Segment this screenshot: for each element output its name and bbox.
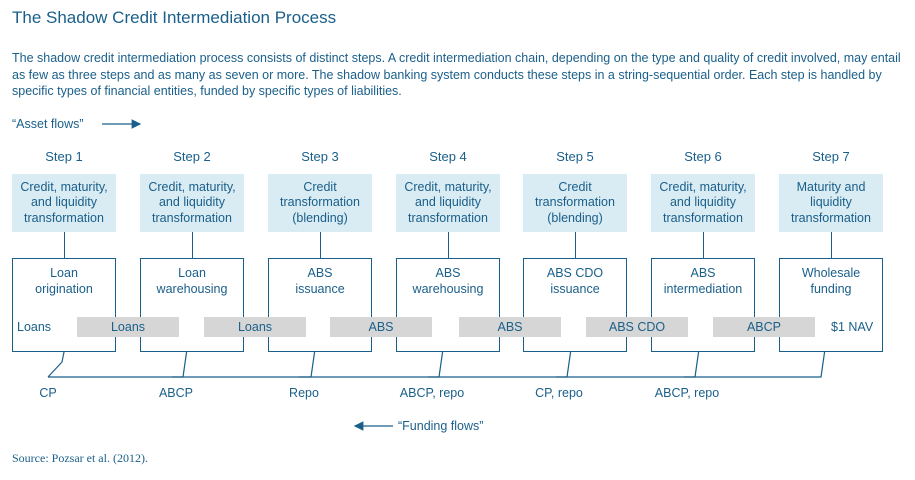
start-asset-label: Loans [17, 320, 52, 334]
funding-label: Repo [289, 386, 319, 400]
asset-bar: ABS [459, 317, 561, 337]
funding-flows-label: “Funding flows” [398, 419, 484, 433]
transformation-box: Credit, maturity, and liquidity transfor… [651, 174, 755, 232]
connector-line [192, 232, 193, 259]
funding-label: CP, repo [535, 386, 583, 400]
activity-label: ABS intermediation [663, 266, 743, 296]
step-label: Step 5 [556, 149, 594, 164]
connector-line [64, 232, 65, 259]
activity-label: Wholesale funding [801, 266, 861, 296]
transformation-label: Credit transformation (blending) [535, 179, 615, 225]
activity-label: Loan warehousing [156, 266, 228, 296]
step-label: Step 3 [301, 149, 339, 164]
transformation-box: Credit, maturity, and liquidity transfor… [12, 174, 116, 232]
step-label: Step 7 [812, 149, 850, 164]
asset-bar: ABS CDO [586, 317, 688, 337]
activity-label: ABS CDO issuance [546, 266, 604, 296]
activity-box: ABS issuance [268, 258, 372, 352]
funding-label: CP [39, 386, 57, 400]
transformation-box: Credit transformation (blending) [268, 174, 372, 232]
transformation-box: Credit transformation (blending) [523, 174, 627, 232]
activity-box: Loan warehousing [140, 258, 244, 352]
activity-box: ABS warehousing [396, 258, 500, 352]
transformation-label: Credit, maturity, and liquidity transfor… [404, 179, 492, 225]
asset-bar: Loans [77, 317, 179, 337]
page-title: The Shadow Credit Intermediation Process [12, 8, 337, 27]
activity-label: ABS warehousing [412, 266, 484, 296]
transformation-label: Credit, maturity, and liquidity transfor… [659, 179, 747, 225]
end-asset-label: $1 NAV [831, 320, 874, 334]
connector-line [703, 232, 704, 259]
transformation-box: Maturity and liquidity transformation [779, 174, 883, 232]
asset-bar: ABS [330, 317, 432, 337]
connector-line [320, 232, 321, 259]
activity-box: ABS intermediation [651, 258, 755, 352]
funding-label: ABCP, repo [399, 386, 465, 400]
funding-label: ABCP [158, 386, 194, 400]
step-label: Step 6 [684, 149, 722, 164]
activity-label: ABS issuance [295, 266, 345, 296]
transformation-label: Credit transformation (blending) [280, 179, 360, 225]
activity-box: ABS CDO issuance [523, 258, 627, 352]
step-label: Step 1 [45, 149, 83, 164]
transformation-label: Credit, maturity, and liquidity transfor… [20, 179, 108, 225]
asset-flows-label: “Asset flows” [12, 117, 84, 131]
connector-line [575, 232, 576, 259]
asset-bar: ABCP [713, 317, 815, 337]
transformation-label: Credit, maturity, and liquidity transfor… [148, 179, 236, 225]
step-label: Step 4 [429, 149, 467, 164]
transformation-box: Credit, maturity, and liquidity transfor… [140, 174, 244, 232]
step-label: Step 2 [173, 149, 211, 164]
transformation-label: Maturity and liquidity transformation [791, 179, 871, 225]
source-note: Source: Pozsar et al. (2012). [12, 451, 148, 465]
transformation-box: Credit, maturity, and liquidity transfor… [396, 174, 500, 232]
asset-bar: Loans [204, 317, 306, 337]
connector-line [831, 232, 832, 259]
intro-paragraph: The shadow credit intermediation process… [12, 51, 901, 98]
activity-box: Loan origination [12, 258, 116, 352]
connector-line [448, 232, 449, 259]
activity-box: Wholesale funding [779, 258, 883, 352]
funding-label: ABCP, repo [654, 386, 720, 400]
activity-label: Loan origination [35, 266, 93, 296]
